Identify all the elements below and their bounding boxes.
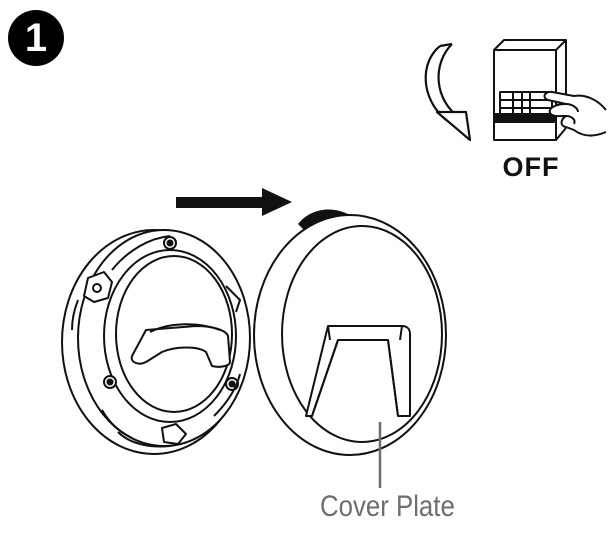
breaker-state-label: OFF [502, 152, 560, 182]
rotate-counterclockwise-icon [424, 42, 472, 142]
hand-icon [543, 90, 607, 137]
cover-plate [253, 214, 447, 456]
right-arrow-icon [176, 188, 292, 216]
mounting-base [61, 229, 251, 455]
breaker-switch [493, 39, 567, 141]
step-badge: 1 [8, 10, 64, 66]
cover-plate-label: Cover Plate [320, 490, 455, 523]
